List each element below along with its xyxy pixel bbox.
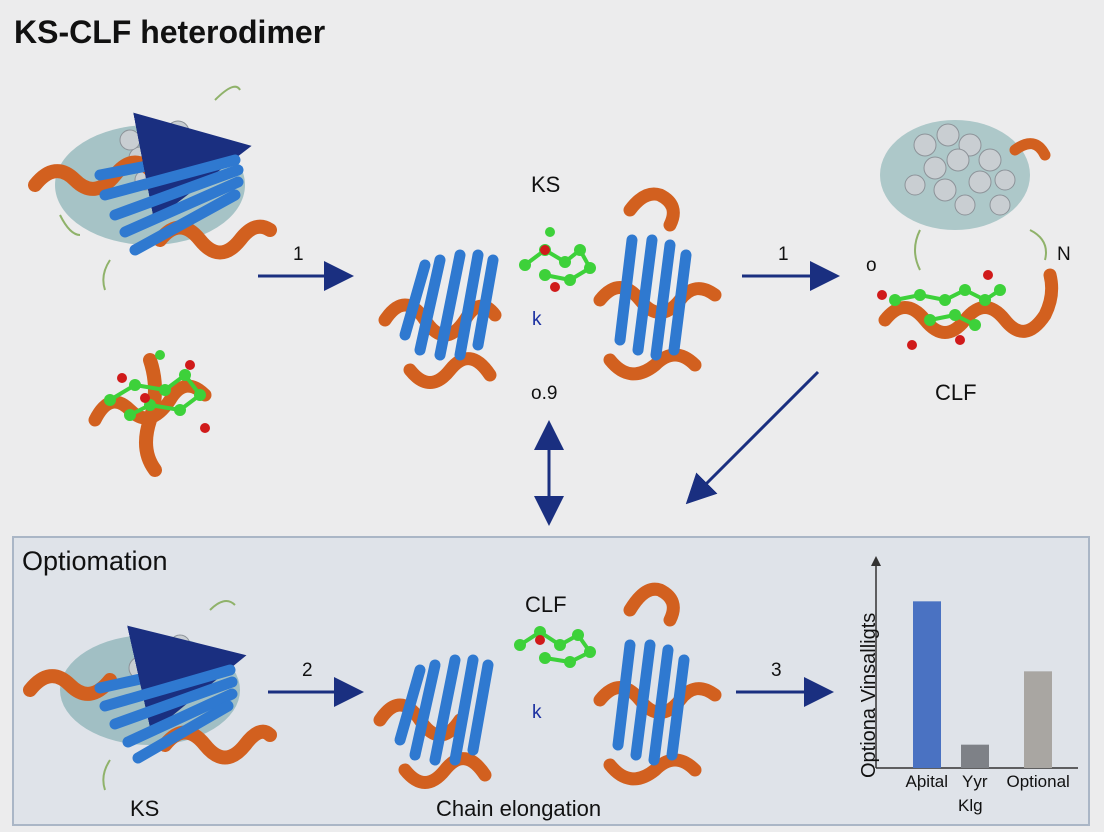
figure-title: KS-CLF heterodimer: [14, 14, 326, 50]
ligand-helix-left: [88, 350, 212, 477]
dimer-bottom: [373, 582, 722, 789]
panel-title: Optiomation: [22, 546, 168, 576]
chain-elongation-label: Chain elongation: [436, 796, 602, 821]
step-1a-label: 1: [293, 244, 304, 265]
protein-ks-top-left: [28, 85, 277, 291]
o-mark: o: [866, 255, 877, 276]
chart-bar-1: [913, 601, 941, 768]
step-3-label: 3: [771, 660, 782, 681]
chart-x-tick-3: Optional: [1006, 772, 1070, 791]
chart-bar-2: [961, 744, 989, 768]
chart-x-tick-1: Aþital: [905, 772, 949, 791]
value-label: o.9: [531, 383, 558, 404]
k-mark-top: k: [532, 309, 542, 330]
step-1b-label: 1: [778, 244, 789, 265]
protein-ks-bottom: [23, 600, 277, 791]
chart-y-label: Optiona Vinsalligts: [858, 612, 880, 778]
chart-x-tick-2: Yyr: [962, 772, 988, 791]
chart-bar-3: [1024, 671, 1052, 768]
protein-clf-right: [877, 120, 1059, 350]
k-mark-bottom: k: [532, 702, 542, 723]
step-2-label: 2: [302, 660, 313, 681]
arrow-diagonal: [685, 370, 820, 505]
dimer-top: [378, 187, 722, 389]
ks-label-top: KS: [531, 172, 561, 197]
chart-x-label: Klg: [958, 796, 983, 815]
bar-chart: [871, 556, 1078, 769]
clf-label-right: CLF: [935, 380, 977, 405]
n-mark: N: [1057, 244, 1071, 265]
clf-label-bottom: CLF: [525, 592, 567, 617]
ks-label-bottom: KS: [130, 796, 160, 821]
